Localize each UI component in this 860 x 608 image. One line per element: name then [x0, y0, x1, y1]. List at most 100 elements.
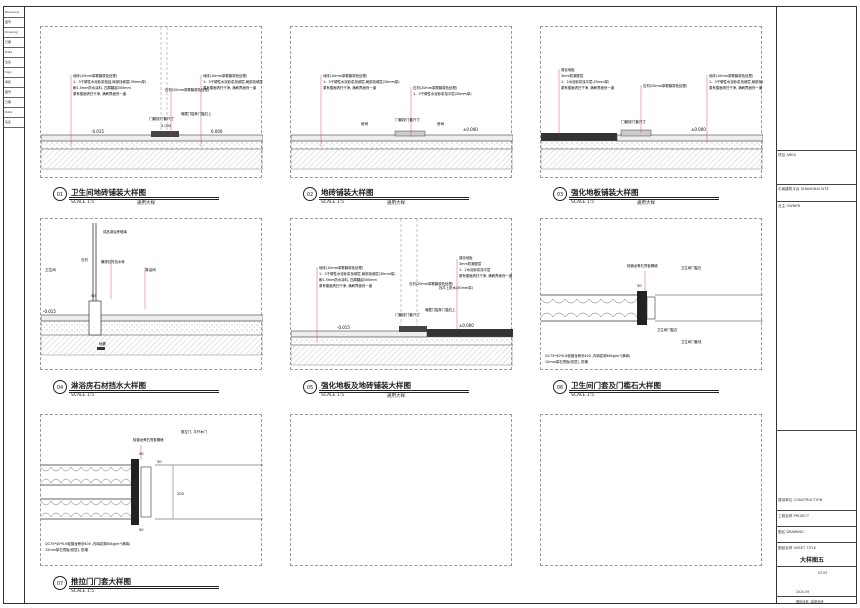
d03-door: 门套按门套尺寸 — [621, 119, 647, 124]
detail-number-05: 05 — [303, 380, 317, 394]
d01-dim: 0.005 — [161, 124, 171, 128]
detail-title-07: 推拉门门套大样图 — [71, 577, 131, 586]
d02-l2: 原有楼面清扫干净, 满刷界面剂一道 — [323, 85, 377, 90]
caption-06: 06 卫生间门套及门槛石大样图 SCALE 1:5 — [553, 380, 753, 402]
d03-r0: 地砖(10mm厚覆膜原色处理) — [709, 73, 754, 78]
d06-dim: 50 — [637, 284, 642, 288]
tb-field-6: 图纸名称 SHEET TITLE — [778, 546, 817, 550]
threshold-stone — [151, 131, 179, 137]
detail-note-02: 通用大样 — [387, 201, 405, 206]
d05-r3: 原有楼面清扫干净, 满刷界面剂一道 — [459, 273, 513, 278]
d06-label-1: 卫生间门槛石 — [681, 265, 702, 270]
d06-label-2: 卫生间门槛石 — [657, 327, 678, 332]
laminate-floor — [541, 133, 617, 141]
d07-dim-0: 50 — [139, 452, 144, 456]
panel-05: 地砖(10mm厚覆膜原色处理) 1：3干硬性水泥砂浆找坡层,局部找坡层(30mm… — [290, 218, 514, 370]
detail-04-svg: 成品淋浴房玻璃 石材 地漏 卫生间 横排石材挡水条 淋浴间 -0.015 50 — [40, 223, 264, 356]
detail-note-01: 通用大样 — [137, 201, 155, 206]
panel-07: 轻钢龙骨石膏板隔墙 推拉门, 平开木门 QC75*40*0.6轻钢龙骨@400 … — [40, 414, 263, 566]
d07-dim-1: 50 — [139, 528, 144, 532]
d06-label-3: 卫生间门套线 — [681, 339, 702, 344]
panel-08-empty — [290, 414, 512, 566]
caption-05: 05 强化地板及地砖铺装大样图 SCALE 1:5 通用大样 — [303, 380, 503, 402]
sheet-frame — [3, 6, 857, 604]
d01-l0: 地砖(10mm厚覆膜原色处理) — [73, 73, 118, 78]
d05-r2: 1：2水泥砂浆找平层 — [459, 267, 491, 272]
d04-level: -0.015 — [43, 309, 56, 314]
detail-number-06: 06 — [553, 380, 567, 394]
d05-r0: 强化地板 — [459, 255, 473, 260]
d02-door: 门套按门套尺寸 — [395, 117, 421, 122]
title-block — [776, 6, 857, 604]
panel-09-empty — [540, 414, 762, 566]
d01-mid: 石材(20mm厚覆膜原色处理) — [165, 87, 210, 92]
d04-label-1: 石材 — [81, 257, 88, 262]
d01-l3: 原有楼面清扫干净, 满刷界面剂一道 — [73, 91, 127, 96]
d05-l3: 原有楼面清扫干净, 满刷界面剂一道 — [319, 283, 373, 288]
binding-row: Date — [4, 108, 24, 118]
d03-r2: 原有楼面清扫干净, 满刷界面剂一道 — [709, 85, 763, 90]
d02-l1: 1：3干硬性水泥砂浆找坡层,局部找坡层(30mm厚) — [323, 79, 400, 84]
d03-r1: 1：3干硬性水泥砂浆找坡层,局部找坡层(30mm厚) — [709, 79, 763, 84]
d02-room-right: 房间 — [437, 121, 445, 126]
d07-dim-3: 200 — [177, 492, 185, 496]
detail-title-06: 卫生间门套及门槛石大样图 — [571, 381, 661, 390]
d01-level-left: -0.015 — [91, 129, 104, 134]
detail-title-04: 淋浴房石材挡水大样图 — [71, 381, 146, 390]
detail-scale-04: SCALE 1:5 — [71, 393, 95, 398]
binding-row: 日期 — [4, 98, 24, 108]
d01-level-right: 0.000 — [211, 129, 223, 134]
d03-l3: 原有楼面清扫干净, 满刷界面剂一道 — [561, 85, 615, 90]
d05-l1: 1：3干硬性水泥砂浆找坡层,局部找坡层(30mm厚) — [319, 271, 396, 276]
d06-note-0: QC75*40*0.6轻钢龙骨@400 ,内填岩棉60kg/m³(满填) — [545, 353, 631, 358]
d05-door: 门套按门套尺寸 — [395, 312, 421, 317]
d04-label-0: 成品淋浴房玻璃 — [103, 229, 127, 234]
detail-01-svg: 地砖(10mm厚覆膜原色处理) 1：3干硬性水泥砂浆粘结,局部找坡层(30mm厚… — [40, 27, 280, 170]
slab-layer — [40, 148, 264, 170]
detail-title-02: 地砖铺装大样图 — [321, 188, 374, 197]
binding-row: 图号 — [4, 88, 24, 98]
detail-scale-01: SCALE 1:5 — [71, 200, 95, 205]
binding-row: Drawing — [4, 28, 24, 38]
panel-02: 地砖(10mm厚覆膜原色处理) 1：3干硬性水泥砂浆找坡层,局部找坡层(30mm… — [290, 26, 514, 178]
d01-sill: 暗藏门槛条门槛石上 — [181, 111, 212, 116]
d05-level-left: -0.015 — [337, 325, 350, 330]
d02-level: ±0.000 — [463, 127, 478, 132]
d07-label-1: 推拉门, 平开木门 — [181, 429, 207, 434]
detail-05-svg: 地砖(10mm厚覆膜原色处理) 1：3干硬性水泥砂浆找坡层,局部找坡层(30mm… — [290, 219, 514, 366]
detail-number-03: 03 — [553, 187, 567, 201]
d04-label-5: 淋浴间 — [145, 267, 156, 272]
d01-r0: 地砖(10mm厚覆膜原色处理) — [203, 73, 248, 78]
d01-l2: 刷1.5mm防水涂料, 四周翻起300mm — [73, 85, 131, 90]
caption-01: 01 卫生间地砖铺装大样图 SCALE 1:5 通用大样 — [53, 187, 253, 209]
binding-row: 审核 — [4, 78, 24, 88]
d04-label-3: 卫生间 — [45, 267, 56, 272]
detail-number-04: 04 — [53, 380, 67, 394]
d01-l1: 1：3干硬性水泥砂浆粘结,局部找坡层(30mm厚) — [73, 79, 147, 84]
panel-03: 强化地板 3mm防潮垫层 1：2水泥砂浆找平层(25mm厚) 原有楼面清扫干净,… — [540, 26, 786, 178]
d05-sill: 暗藏门槛条门槛石上 — [425, 307, 456, 312]
d05-level-right: ±0.000 — [459, 323, 474, 328]
mortar-layer — [40, 140, 264, 150]
d05-l0: 地砖(10mm厚覆膜原色处理) — [319, 265, 364, 270]
d05-r4: 找平上防水(30mm厚) — [439, 285, 474, 290]
detail-title-03: 强化地板铺装大样图 — [571, 188, 639, 197]
d04-dim: 50 — [91, 294, 96, 298]
d02-room-left: 房间 — [361, 121, 369, 126]
panel-01: 地砖(10mm厚覆膜原色处理) 1：3干硬性水泥砂浆粘结,局部找坡层(30mm厚… — [40, 26, 280, 178]
detail-02-svg: 地砖(10mm厚覆膜原色处理) 1：3干硬性水泥砂浆找坡层,局部找坡层(30mm… — [290, 73, 514, 170]
detail-number-02: 02 — [303, 187, 317, 201]
sheet-number: DT-05 — [818, 571, 828, 575]
caption-02: 02 地砖铺装大样图 SCALE 1:5 通用大样 — [303, 187, 503, 209]
d06-label-0: 轻钢龙骨石膏板隔墙 — [627, 263, 658, 268]
panel-06: 轻钢龙骨石膏板隔墙 卫生间门槛石 卫生间门槛石 卫生间门套线 QC75*40*0… — [540, 218, 763, 370]
detail-scale-06: SCALE 1:5 — [571, 393, 595, 398]
detail-title-01: 卫生间地砖铺装大样图 — [71, 188, 146, 197]
detail-06-svg: 轻钢龙骨石膏板隔墙 卫生间门槛石 卫生间门槛石 卫生间门套线 QC75*40*0… — [540, 263, 763, 364]
d04-label-2: 地漏 — [99, 341, 106, 346]
detail-scale-07: SCALE 1:5 — [71, 589, 95, 594]
d07-note-1: 12mm厚石膏板(双层), 防潮 — [45, 547, 88, 552]
detail-scale-05: SCALE 1:5 — [321, 393, 345, 398]
